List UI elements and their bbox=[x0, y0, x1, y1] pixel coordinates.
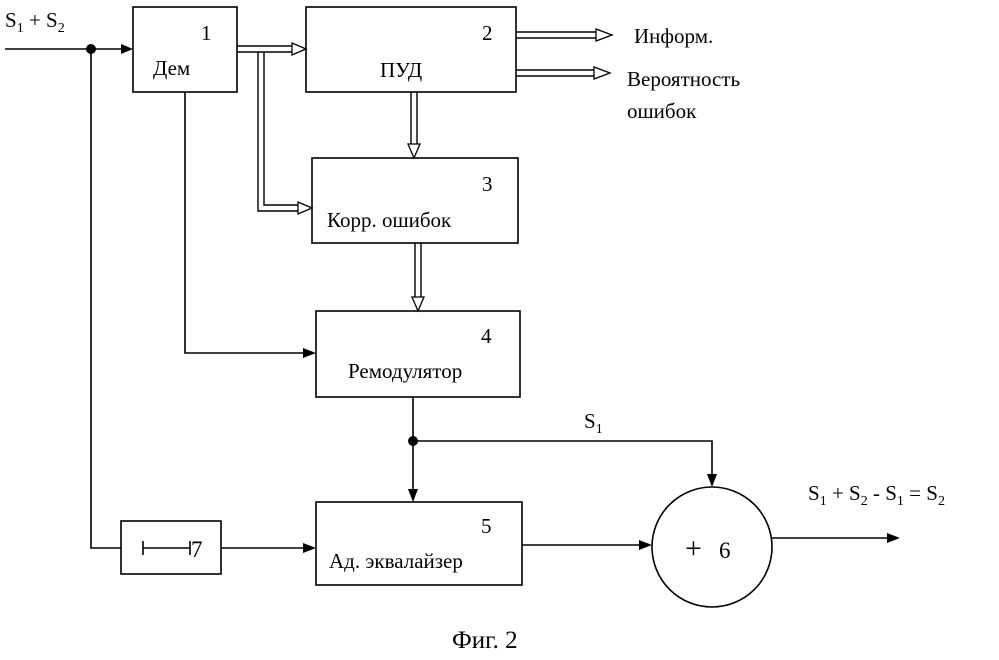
block-7-delay: 7 bbox=[121, 521, 221, 574]
block-1-number: 1 bbox=[201, 21, 212, 45]
bus-dem-to-pud bbox=[237, 43, 306, 55]
figure-caption: Фиг. 2 bbox=[452, 627, 518, 654]
block-4-label: Ремодулятор bbox=[348, 359, 462, 383]
block-7-number: 7 bbox=[191, 537, 203, 562]
delay-to-equalizer-arrow bbox=[221, 543, 316, 553]
block-5-label: Ад. эквалайзер bbox=[329, 549, 463, 573]
dem-to-remodulator-line bbox=[185, 92, 316, 358]
bus-correction-to-remodulator bbox=[412, 243, 424, 311]
block-4-remodulator: 4 Ремодулятор bbox=[316, 311, 520, 397]
block-3-error-correction: 3 Корр. ошибок bbox=[312, 158, 518, 243]
block-6-plus: + bbox=[685, 532, 702, 565]
bus-pud-to-correction bbox=[408, 92, 420, 158]
output-error-label-line2: ошибок bbox=[627, 99, 697, 123]
input-tap-to-delay bbox=[91, 49, 121, 548]
block-5-adaptive-equalizer: 5 Ад. эквалайзер bbox=[316, 502, 522, 585]
input-line bbox=[5, 44, 133, 54]
block-3-label: Корр. ошибок bbox=[327, 208, 452, 232]
block-4-number: 4 bbox=[481, 324, 492, 348]
svg-text:S1 + S2: S1 + S2 bbox=[5, 8, 65, 36]
block-2-label: ПУД bbox=[380, 58, 422, 82]
output-inform-label: Информ. bbox=[634, 24, 713, 48]
block-6-number: 6 bbox=[719, 538, 731, 563]
summator-output-arrow bbox=[772, 533, 900, 543]
bus-pud-error-output bbox=[516, 67, 610, 79]
s1-signal-label: S1 bbox=[584, 409, 603, 437]
output-signal-label: S1 + S2 - S1 = S2 bbox=[808, 481, 945, 509]
output-error-label-line1: Вероятность bbox=[627, 67, 740, 91]
block-2-pud: 2 ПУД bbox=[306, 7, 516, 92]
block-1-label: Дем bbox=[153, 56, 190, 80]
bus-pud-inform-output bbox=[516, 29, 612, 41]
block-3-number: 3 bbox=[482, 172, 493, 196]
block-6-summator: + 6 bbox=[652, 487, 772, 607]
block-1-demodulator: 1 Дем bbox=[133, 7, 237, 92]
remodulator-output-line bbox=[408, 397, 717, 502]
block-2-number: 2 bbox=[482, 21, 493, 45]
bus-dem-to-correction bbox=[258, 52, 312, 214]
input-signal-label: S1 + S2 bbox=[5, 8, 65, 36]
block-5-number: 5 bbox=[481, 514, 492, 538]
equalizer-to-summator-arrow bbox=[522, 540, 652, 550]
